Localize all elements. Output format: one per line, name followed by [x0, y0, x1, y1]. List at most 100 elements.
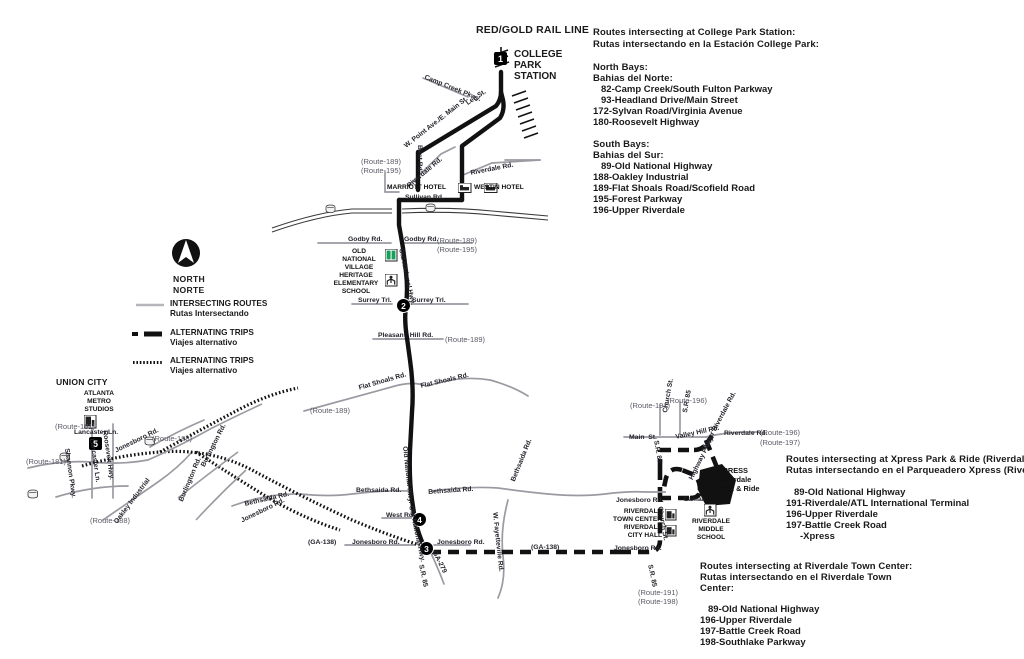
road-label-riverdale-rd-3: Riverdale Rd. [724, 430, 768, 437]
road-label-godby-rd-west: Godby Rd. [348, 236, 383, 243]
tc-route-3: 198-Southlake Parkway [700, 637, 806, 648]
place-label-marriott-hotel: MARRIOTT HOTEL [387, 184, 446, 191]
cp-south-route-1: 188-Oakley Industrial [593, 172, 689, 183]
station-name-line1: COLLEGE [514, 49, 563, 60]
road-label-bethsaida-rd-2: Bethsaida Rd. [356, 487, 402, 494]
stop-label: 5 [92, 438, 98, 449]
stop-marker-5[interactable]: 5 [89, 437, 102, 450]
stop-label: 1 [497, 53, 503, 64]
compass-label-en: NORTH [173, 274, 206, 284]
compass-north-icon [172, 239, 200, 267]
xp-route-1: 191-Riverdale/ATL International Terminal [786, 498, 970, 509]
cp-south-route-0: 89-Old National Highway [601, 161, 713, 172]
road-label-jonesboro-rd-1: Jonesboro Rd. [352, 539, 400, 546]
cp-north-es: Bahias del Norte: [593, 73, 673, 84]
route-tag-197-a: (Route-197) [760, 438, 801, 447]
stop-marker-2[interactable]: 2 [396, 298, 411, 313]
xp-route-4: -Xpress [800, 531, 835, 542]
cp-north-route-3: 180-Roosevelt Highway [593, 117, 700, 128]
tc-route-2: 197-Battle Creek Road [700, 626, 801, 637]
road-label-jonesboro-rd-2: Jonesboro Rd. [437, 539, 485, 546]
cp-south-es: Bahias del Sur: [593, 150, 664, 161]
road-label-pleasant-hill-rd: Pleasant Hill Rd. [378, 332, 434, 339]
road-label-godby-rd-east: Godby Rd. [404, 236, 439, 243]
interstate-shield-icon [425, 203, 436, 212]
stop-marker-3[interactable]: 3 [419, 541, 434, 556]
xp-route-2: 196-Upper Riverdale [786, 509, 878, 520]
tc-route-1: 196-Upper Riverdale [700, 615, 792, 626]
route-89-main-line [396, 69, 506, 555]
road-label-jonesboro-rd-6: Jonesboro Rd. [616, 497, 664, 504]
stop-label: 3 [424, 543, 429, 554]
legend-label-alt1-en: ALTERNATING TRIPS [170, 328, 254, 337]
route-tag-196-a: (Route-196) [667, 396, 708, 405]
route-tag-191-b: (Route-191) [638, 588, 679, 597]
legend-swatch-alt-fine [133, 361, 163, 364]
legend-label-alt1-es: Viajes alternativo [170, 338, 238, 347]
cp-north-route-0: 82-Camp Creek/South Fulton Parkway [601, 84, 773, 95]
compass-label-es: NORTE [173, 285, 205, 295]
tc-title-es-2: Center: [700, 583, 734, 594]
union-city-roads [147, 403, 263, 521]
road-label-surrey-trl-west: Surrey Trl. [358, 297, 392, 304]
road-label-main-st-1: Main St. [629, 434, 657, 441]
road-label-lamar: Lamar [684, 496, 705, 503]
stop-marker-4[interactable]: 4 [412, 512, 427, 527]
route-tag-181-b: (Route-181) [26, 457, 67, 466]
legend-label-alt2-en: ALTERNATING TRIPS [170, 356, 254, 365]
legend-label-intersecting-es: Rutas Intersectando [170, 309, 249, 318]
station-name-line3: STATION [514, 71, 557, 82]
freeway-i285 [271, 207, 549, 233]
westin-hotel-bed-icon [458, 183, 472, 193]
route-tag-188-a: (Route-188) [152, 434, 193, 443]
route-tag-196-b: (Route-196) [760, 428, 801, 437]
cp-title-es: Rutas intersectando en la Estación Colle… [593, 39, 820, 50]
road-label-sullivan-rd: Sullivan Rd. [405, 194, 444, 201]
cp-south-en: South Bays: [593, 139, 650, 150]
road-label-west-rd: West Rd. [386, 512, 415, 519]
stop-label: 4 [417, 514, 422, 525]
legend-swatch-intersecting [136, 303, 164, 307]
intersecting-routes-layer [27, 77, 759, 599]
riverdale-town-center-building-icon [665, 509, 677, 521]
stop-label: 2 [401, 300, 406, 311]
route-tag-189-b: (Route-189) [437, 236, 478, 245]
xpress-park-and-ride-shape [698, 464, 736, 506]
road-label-best-rd: Best Rd. [416, 145, 423, 173]
place-label-westin-hotel: WESTIN HOTEL [474, 184, 524, 191]
riverdale-middle-school-icon [704, 504, 717, 517]
interstate-shield-icon [325, 204, 336, 213]
stop-marker-1[interactable]: 1 [494, 52, 507, 65]
cp-south-route-4: 196-Upper Riverdale [593, 205, 685, 216]
cp-north-route-1: 93-Headland Drive/Main Street [601, 95, 738, 106]
cp-north-route-2: 172-Sylvan Road/Virginia Avenue [593, 106, 743, 117]
xp-route-0: 89-Old National Highway [794, 487, 906, 498]
route-tag-189-a: (Route-189) [361, 157, 402, 166]
route-tag-188-b: (Route-188) [90, 516, 131, 525]
station-name-line2: PARK [514, 60, 542, 71]
heritage-elementary-school-icon [385, 274, 398, 287]
road-label-ga-138-east: (GA-138) [531, 544, 560, 551]
legend-label-intersecting-en: INTERSECTING ROUTES [170, 299, 268, 308]
alternating-trips-fine [81, 386, 431, 550]
xp-route-3: 197-Battle Creek Road [786, 520, 887, 531]
cp-south-route-2: 189-Flat Shoals Road/Scofield Road [593, 183, 756, 194]
road-label-ga-138-west: (GA-138) [308, 539, 337, 546]
rail-line-title: RED/GOLD RAIL LINE [476, 24, 590, 36]
route-tag-189-c: (Route-189) [445, 335, 486, 344]
interstate-shield-icon [27, 489, 38, 499]
route-tag-181-a: (Route-181) [55, 422, 96, 431]
legend-swatch-alt-heavy [132, 331, 162, 337]
road-label-jonesboro-rd-3: Jonesboro Rd. [614, 545, 662, 552]
tc-title-es-1: Rutas intersectando en el Riverdale Town [700, 572, 892, 583]
place-label-union-city: UNION CITY [56, 377, 108, 387]
legend-label-alt2-es: Viajes alternativo [170, 366, 238, 375]
